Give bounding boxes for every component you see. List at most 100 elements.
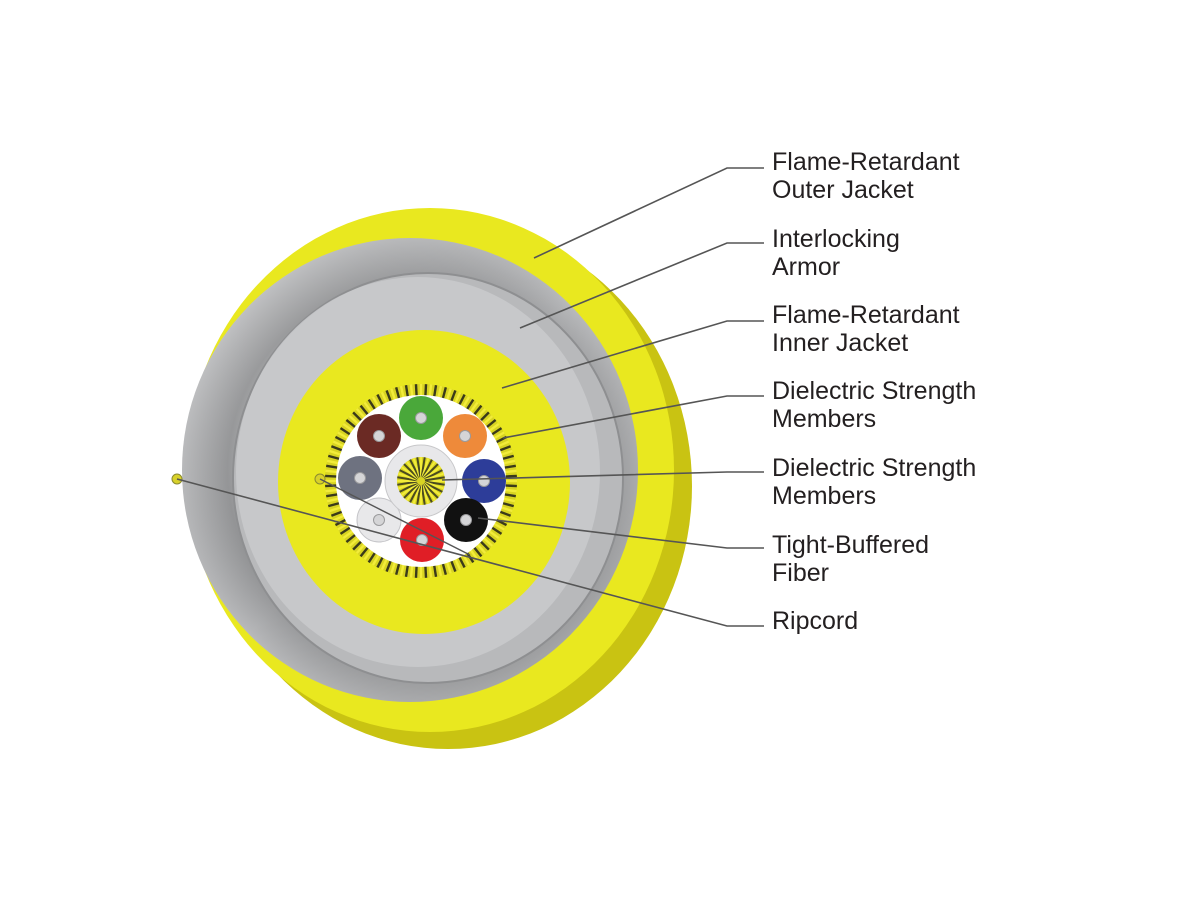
strength-yarn-strand	[376, 556, 384, 568]
strength-yarn-strand	[476, 408, 487, 419]
central-member-strand	[406, 460, 420, 479]
central-member-strand	[423, 466, 442, 480]
central-member-strand	[422, 483, 436, 502]
central-member-strand	[421, 457, 430, 478]
strength-yarn-strand	[414, 384, 418, 397]
central-member-strand	[416, 484, 422, 505]
strength-yarn-strand	[432, 385, 438, 398]
strength-yarn-strand	[325, 464, 339, 469]
strength-yarn-strand	[339, 427, 352, 436]
callout-strength-members-center-line-1: Dielectric Strength	[772, 454, 977, 482]
strength-yarn-strand	[339, 526, 352, 535]
strength-yarn-strand	[479, 540, 490, 551]
central-member-strand	[424, 472, 445, 481]
central-strength-member	[397, 457, 445, 505]
fiber-green-core	[415, 412, 427, 424]
strength-yarn-strand	[390, 388, 397, 401]
strength-yarn-strand	[399, 385, 405, 399]
strength-yarn-strand	[329, 506, 342, 513]
callout-armor-line-2: Armor	[772, 253, 841, 281]
central-member-strand	[420, 484, 426, 505]
leader-line-ripcord-inner	[319, 478, 471, 556]
strength-yarn-strand	[404, 385, 410, 398]
strength-yarn-strand	[503, 464, 517, 469]
central-member-strand	[397, 480, 418, 486]
strength-yarn-strand	[501, 454, 515, 461]
strength-yarn-strand	[488, 529, 500, 539]
strength-yarn-strand	[472, 546, 483, 558]
central-member-strand	[421, 484, 430, 505]
central-member-strand	[423, 483, 439, 499]
strength-yarn-strand	[465, 398, 475, 411]
central-member-strand	[397, 476, 418, 482]
central-member-strand	[424, 481, 445, 490]
strength-yarn-strand	[404, 564, 410, 577]
strength-yarn-strand	[501, 501, 515, 508]
strength-yarn-strand	[502, 459, 516, 465]
strength-yarn-strand	[449, 559, 457, 572]
strength-yarn-strand	[504, 469, 517, 474]
strength-yarn-strand	[461, 396, 471, 408]
strength-yarn-strand	[472, 404, 483, 416]
strength-yarn-strand	[458, 394, 466, 406]
strength-yarn-strand	[414, 565, 418, 578]
strength-yarn-strand	[497, 514, 510, 522]
central-member-strand	[403, 463, 419, 479]
strength-yarn-strand	[503, 493, 517, 498]
leader-line-armor	[519, 242, 764, 329]
strength-yarn-strand	[504, 484, 517, 488]
strength-yarn-strand	[334, 435, 347, 444]
strength-yarn-strand	[385, 559, 393, 572]
callout-outer-jacket: Flame-Retardant Outer Jacket	[772, 148, 960, 204]
callout-tight-buffered-fiber-line-2: Fiber	[772, 559, 829, 587]
central-member-strand	[397, 481, 418, 490]
central-member-strand	[424, 469, 443, 481]
strength-yarn-strand	[500, 449, 513, 456]
leader-line-tight-buffered-fiber	[477, 517, 764, 549]
strength-yarn-strand	[330, 510, 344, 517]
callout-strength-members-outer: Dielectric Strength Members	[772, 377, 976, 433]
strength-yarn-strand	[490, 427, 503, 436]
strength-yarn-strand	[458, 556, 466, 568]
strength-yarn-strand	[348, 415, 360, 426]
strength-yarn-strand	[409, 565, 414, 578]
callout-strength-members-center: Dielectric Strength Members	[772, 454, 976, 510]
central-member-strand	[400, 466, 419, 480]
strength-yarn-strand	[325, 493, 339, 498]
fiber-orange-core	[459, 430, 471, 442]
central-member-strand	[400, 482, 419, 496]
strength-yarn-strand	[424, 565, 428, 578]
strength-yarn-strand	[394, 562, 401, 576]
fiber-black-core	[460, 514, 472, 526]
central-member-strand	[421, 459, 433, 478]
strength-yarn-strand	[359, 404, 370, 416]
strength-yarn-strand	[380, 391, 388, 404]
callout-strength-members-outer-line-2: Members	[772, 405, 877, 433]
central-member-strand	[424, 480, 445, 486]
callout-tight-buffered-fiber-line-1: Tight-Buffered	[772, 531, 930, 559]
callout-armor-line-1: Interlocking	[772, 225, 900, 253]
callout-tight-buffered-fiber: Tight-Buffered Fiber	[772, 531, 929, 587]
strength-yarn-strand	[437, 385, 443, 399]
strength-yarn-strand	[371, 396, 381, 408]
strength-yarn-strand	[325, 474, 338, 478]
strength-yarn-strand	[385, 390, 393, 403]
strength-yarn-strand	[449, 390, 457, 403]
strength-yarn-strand	[504, 488, 517, 493]
callout-inner-jacket-line-2: Inner Jacket	[772, 329, 909, 357]
strength-yarn-strand	[342, 423, 354, 433]
central-member-strand	[399, 469, 418, 481]
strength-yarn-strand	[482, 415, 494, 426]
leader-line-outer-jacket	[533, 167, 764, 259]
callout-outer-jacket-line-2: Outer Jacket	[772, 176, 914, 204]
central-member-strand	[406, 483, 420, 502]
central-member-strand	[409, 484, 421, 503]
strength-yarn-strand	[376, 394, 384, 406]
strength-yarn-strand	[498, 445, 512, 452]
strength-yarn-strand	[485, 419, 497, 429]
central-member-strand	[424, 481, 443, 493]
central-member-strand	[397, 472, 418, 481]
fiber-bundle	[336, 395, 506, 567]
fiber-white-core	[373, 514, 385, 526]
